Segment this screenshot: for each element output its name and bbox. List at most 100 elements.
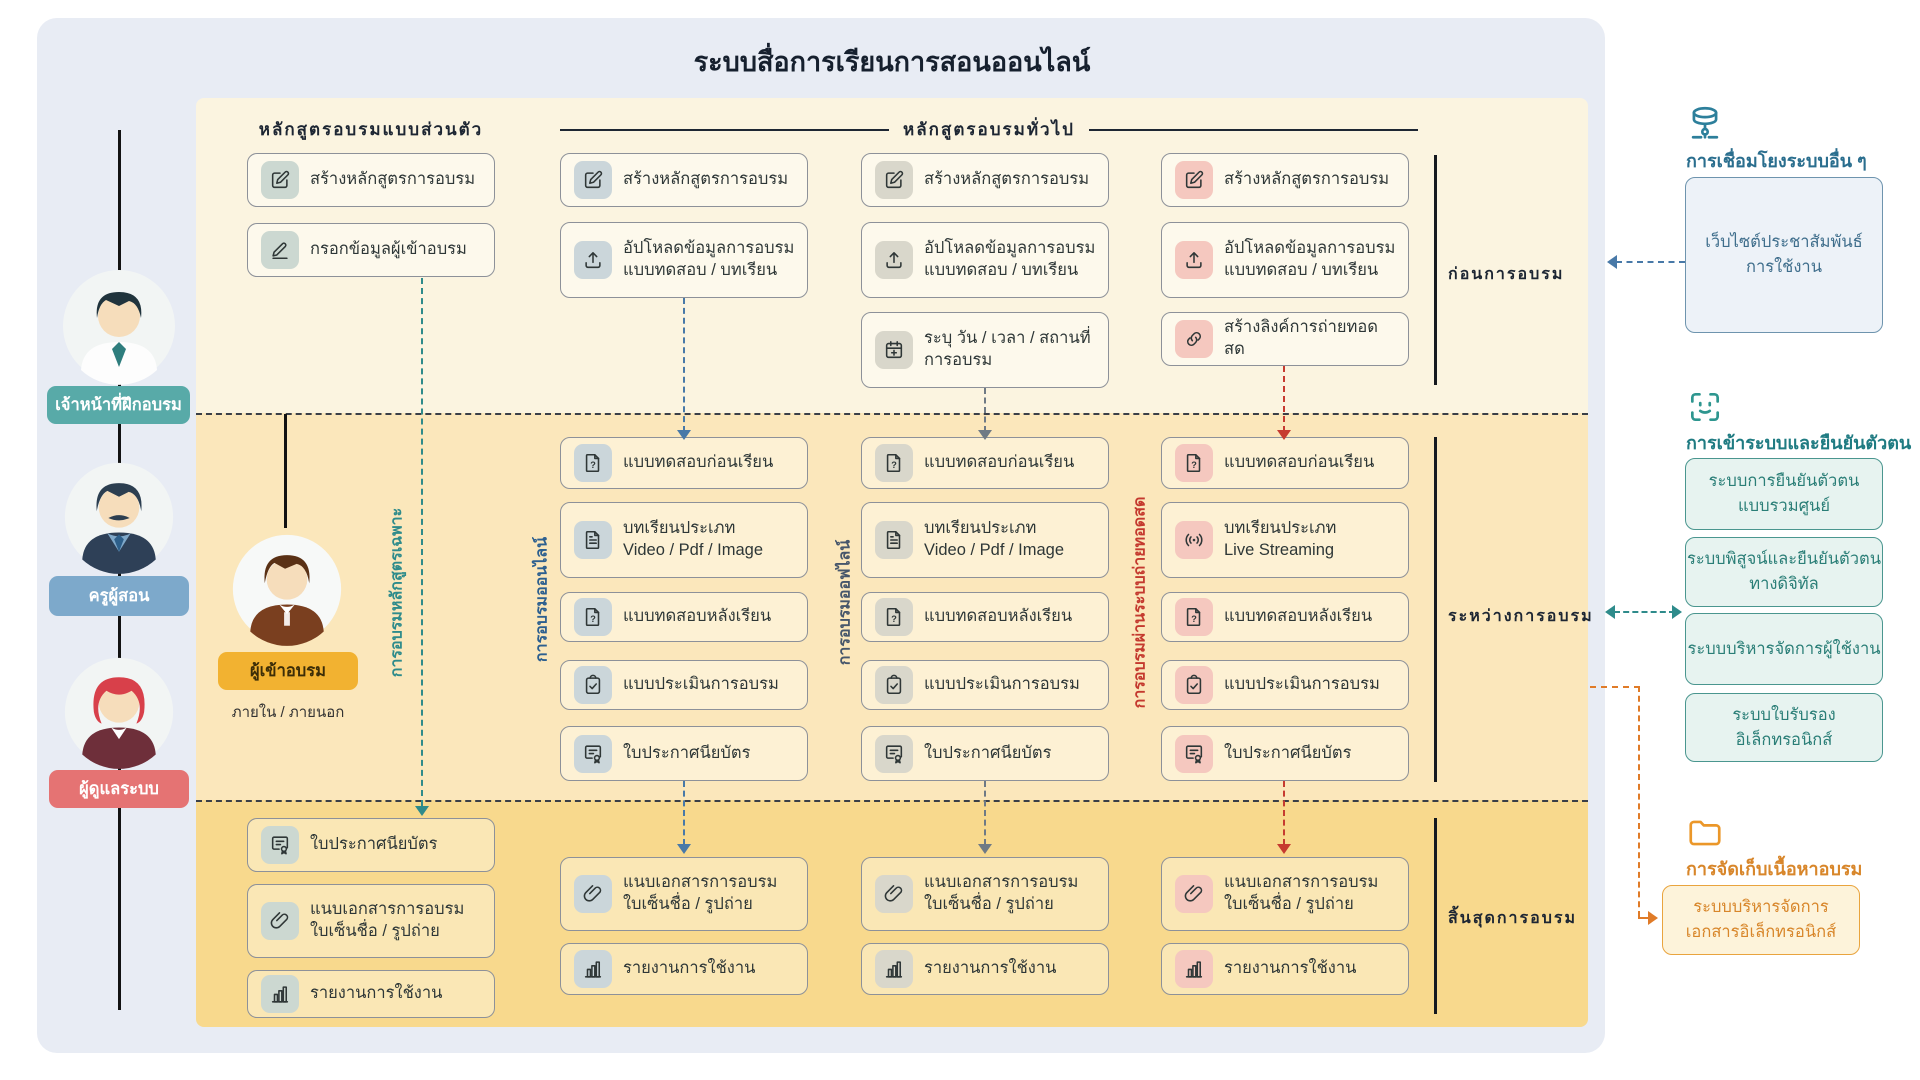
clipboard-check-icon [875,666,913,704]
arrowhead-down [1277,844,1291,861]
task-box: สร้างหลักสูตรการอบรม [560,153,808,207]
task-box: อัปโหลดข้อมูลการอบรม แบบทดสอบ / บทเรียน [861,222,1109,298]
certificate-icon [875,734,913,773]
header-rule-right [1088,128,1418,131]
face-scan-icon [1686,388,1724,426]
header-personal-course: หลักสูตรอบรมแบบส่วนตัว [258,120,484,139]
task-box: ใบประกาศนียบัตร [247,818,495,872]
external-system-box: ระบบบริหารจัดการผู้ใช้งาน [1685,613,1883,685]
certificate-icon [1175,734,1213,773]
actor-badge-trainee: ผู้เข้าอบรม [218,652,358,690]
phase-label-during: ระหว่างการอบรม [1448,608,1594,625]
arrowhead-right [1648,911,1665,925]
external-system-box: ระบบบริหารจัดการ เอกสารอิเล็กทรอนิกส์ [1662,885,1860,955]
edit-icon [1175,161,1213,199]
task-box: แบบทดสอบหลังเรียน [1161,592,1409,642]
paperclip-icon [574,875,612,913]
arrowhead-down [677,844,691,861]
connector-personal-flow [421,278,423,806]
task-box: แบบทดสอบก่อนเรียน [861,437,1109,489]
connector-online-post [683,781,685,845]
task-box: สร้างหลักสูตรการอบรม [1161,153,1409,207]
actor-badge-training-officer: เจ้าหน้าที่ฝึกอบรม [47,386,190,424]
connector-identity-systems [1614,611,1675,613]
external-system-box: ระบบใบรับรอง อิเล็กทรอนิกส์ [1685,693,1883,762]
file-question-icon [1175,598,1213,636]
bar-chart-icon [261,975,299,1013]
bracket-pre-training [1434,155,1437,385]
header-general-course: หลักสูตรอบรมทั่วไป [560,116,1418,143]
task-box: ใบประกาศนียบัตร [1161,726,1409,781]
task-box: สร้างหลักสูตรการอบรม [247,153,495,207]
file-question-icon [875,444,913,482]
task-box: แบบประเมินการอบรม [560,660,808,710]
paperclip-icon [875,875,913,913]
link-icon [1175,320,1213,358]
external-system-box: ระบบพิสูจน์และยืนยันตัวตน ทางดิจิทัล [1685,537,1883,607]
bar-chart-icon [1175,950,1213,988]
avatar-admin [64,657,174,769]
task-box: แบบประเมินการอบรม [861,660,1109,710]
paperclip-icon [1175,875,1213,913]
arrowhead-right [1672,605,1689,619]
avatar-training-officer [63,270,175,385]
bracket-post-training [1434,818,1437,1014]
connector-content-storage-h1 [1590,686,1640,688]
track-label-offline: การอบรมออฟไลน์ [836,539,854,666]
pencil-icon [261,231,299,269]
file-question-icon [875,598,913,636]
page-title: ระบบสื่อการเรียนการสอนออนไลน์ [693,47,1091,77]
folder-icon [1686,814,1724,852]
bar-chart-icon [875,950,913,988]
task-box: บทเรียนประเภท Live Streaming [1161,502,1409,578]
arrowhead-down [415,806,429,823]
connector-live-pre [1283,366,1285,432]
track-label-specific-course: การอบรมหลักสูตรเฉพาะ [388,507,406,678]
external-group-heading: การเชื่อมโยงระบบอื่น ๆ [1686,151,1867,171]
connector-pr-website [1616,261,1685,263]
header-general-course-label: หลักสูตรอบรมทั่วไป [903,120,1075,139]
arrowhead-down [978,844,992,861]
file-lines-icon [875,521,913,559]
header-rule-left [560,128,890,131]
task-box: รายงานการใช้งาน [861,943,1109,995]
actor-badge-admin: ผู้ดูแลระบบ [49,770,189,808]
task-box: แบบประเมินการอบรม [1161,660,1409,710]
arrowhead-down [677,430,691,447]
task-box: แนบเอกสารการอบรม ใบเซ็นชื่อ / รูปถ่าย [861,857,1109,931]
track-label-live: การอบรมผ่านระบบถ่ายทอดสด [1131,496,1149,709]
file-question-icon [574,598,612,636]
external-system-box: ระบบการยืนยันตัวตน แบบรวมศูนย์ [1685,458,1883,530]
trainee-connector-line [284,414,287,528]
arrowhead-left [1600,255,1617,269]
task-box: รายงานการใช้งาน [247,970,495,1018]
task-box: แบบทดสอบหลังเรียน [861,592,1109,642]
calendar-plus-icon [875,331,913,369]
task-box: อัปโหลดข้อมูลการอบรม แบบทดสอบ / บทเรียน [560,222,808,298]
task-box: แนบเอกสารการอบรม ใบเซ็นชื่อ / รูปถ่าย [560,857,808,931]
connector-content-storage-h2 [1638,917,1650,919]
task-box: บทเรียนประเภท Video / Pdf / Image [560,502,808,578]
phase-label-post: สิ้นสุดการอบรม [1448,910,1578,927]
task-box: สร้างลิงค์การถ่ายทอดสด [1161,312,1409,366]
task-box: ใบประกาศนียบัตร [861,726,1109,781]
external-group-heading: การจัดเก็บเนื้อหาอบรม [1686,859,1863,879]
task-box: แบบทดสอบก่อนเรียน [560,437,808,489]
trainee-note: ภายใน / ภายนอก [231,704,345,721]
arrowhead-down [1277,430,1291,447]
arrowhead-down [978,430,992,447]
file-lines-icon [574,521,612,559]
task-box: แบบทดสอบก่อนเรียน [1161,437,1409,489]
arrowhead-left [1598,605,1615,619]
upload-icon [574,241,612,279]
file-question-icon [1175,444,1213,482]
bar-chart-icon [574,950,612,988]
task-box: รายงานการใช้งาน [560,943,808,995]
task-box: รายงานการใช้งาน [1161,943,1409,995]
edit-icon [875,161,913,199]
clipboard-check-icon [1175,666,1213,704]
paperclip-icon [261,902,299,940]
connector-offline-post [984,781,986,845]
avatar-teacher [64,462,174,574]
database-network-icon [1686,104,1724,142]
